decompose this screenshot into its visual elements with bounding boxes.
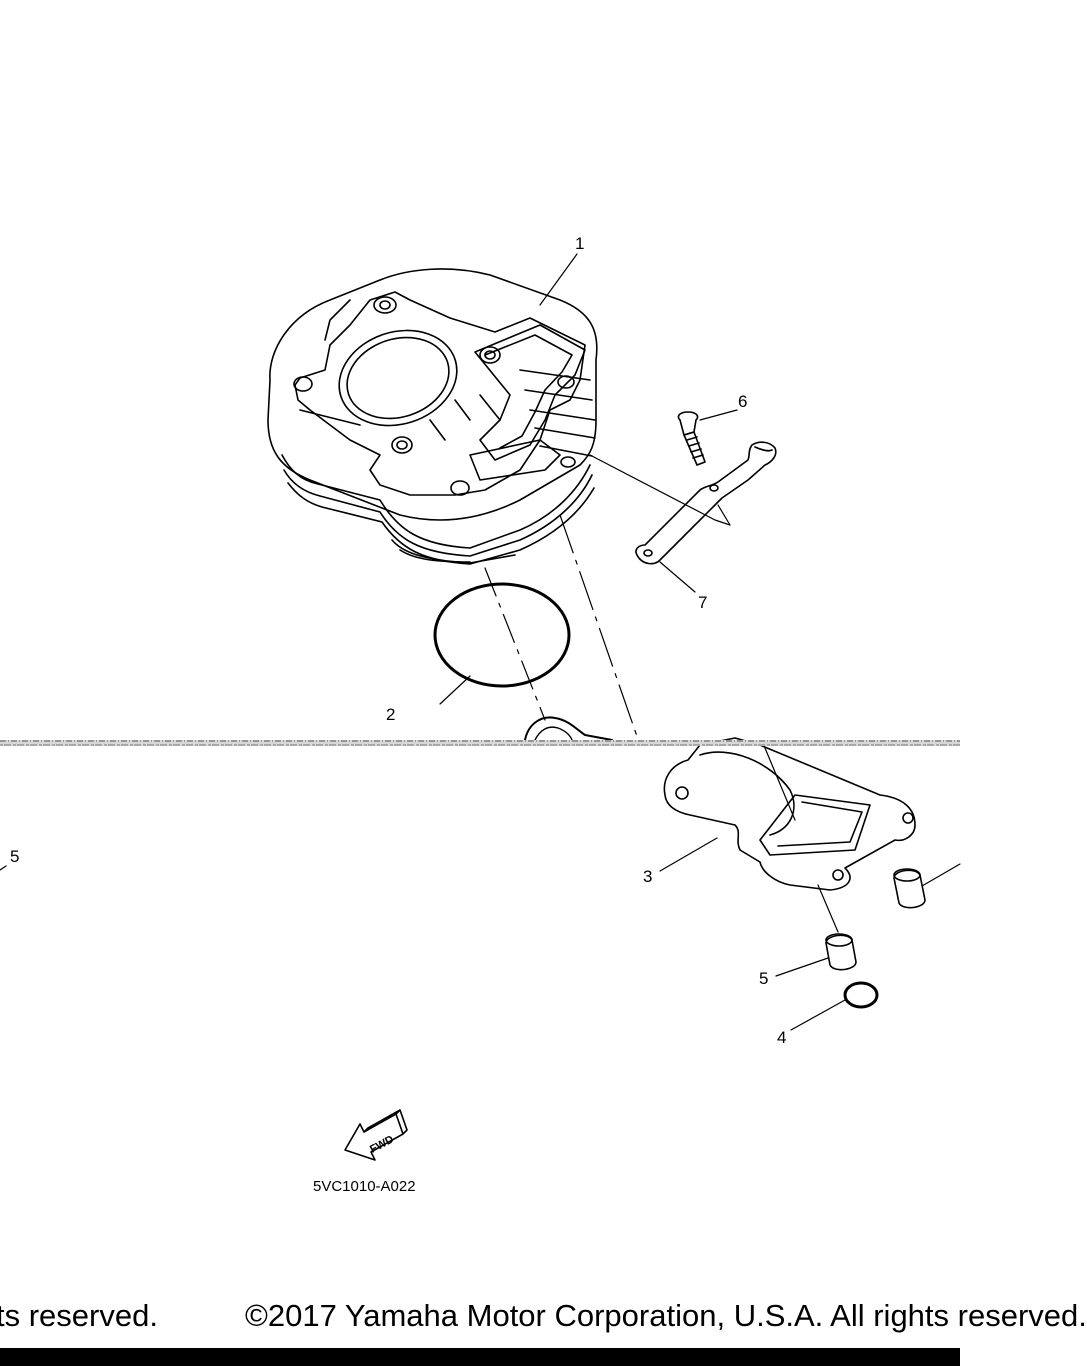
small-o-ring-part: [843, 981, 879, 1009]
dowel-pin-part: [825, 868, 926, 971]
callout-3: 3: [643, 867, 652, 886]
callout-7: 7: [698, 593, 707, 612]
callout-5-lower: 5: [759, 969, 768, 988]
copyright-left-fragment: ts reserved.: [0, 1298, 158, 1333]
callout-6: 6: [738, 392, 747, 411]
cylinder-part: [267, 268, 598, 565]
callout-2: 2: [386, 705, 395, 724]
copyright-notice: ©2017 Yamaha Motor Corporation, U.S.A. A…: [245, 1298, 1087, 1333]
callout-1: 1: [575, 234, 584, 253]
leader-lines: [0, 253, 961, 1031]
base-gasket-part: [663, 737, 916, 891]
callout-5-left: 5: [10, 847, 19, 866]
parts-diagram: 1 2 3 4 5 5 6 7 FWD 5VC1010-A022: [0, 234, 961, 1195]
bottom-border-bar: [0, 1348, 960, 1366]
callout-4: 4: [777, 1028, 786, 1047]
o-ring-part: [433, 582, 571, 688]
scan-seam: [0, 740, 960, 746]
diagram-code: 5VC1010-A022: [313, 1178, 416, 1195]
bolt-part: [677, 411, 706, 466]
bracket-part: [635, 441, 777, 565]
fwd-arrow-icon: [344, 1109, 408, 1161]
